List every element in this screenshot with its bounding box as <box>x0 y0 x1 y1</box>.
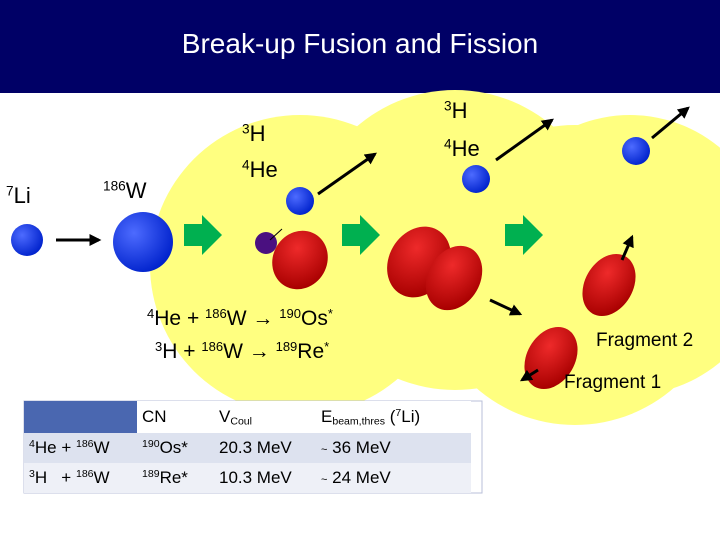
h3-nucleus <box>286 187 314 215</box>
row-ebeam: ~ 36 MeV <box>316 433 471 463</box>
row-vcoul: 20.3 MeV <box>214 433 316 463</box>
he4-nucleus <box>462 165 490 193</box>
fragment-2-label: Fragment 2 <box>596 330 693 352</box>
row-vcoul: 10.3 MeV <box>214 463 316 493</box>
row-ebeam: ~ 24 MeV <box>316 463 471 493</box>
reaction-he4-w186: 4He + 186W → 190Os* <box>147 306 333 331</box>
w186-label: 186W <box>103 178 147 204</box>
he4-label: 4He <box>242 157 278 183</box>
w186-nucleus <box>113 212 173 272</box>
li7-label: 7Li <box>6 183 31 209</box>
row-cn: 189Re* <box>137 463 214 493</box>
row-reaction: 3H + 186W <box>24 463 137 493</box>
he4-label-2: 4He <box>444 136 480 162</box>
header-vcoul: VCoul <box>214 401 316 433</box>
h3-label-2: 3H <box>444 98 467 124</box>
table-corner-cell <box>24 401 137 433</box>
h3-label: 3H <box>242 121 265 147</box>
header-ebeam: Ebeam,thres (7Li) <box>316 401 471 433</box>
reaction-h3-w186: 3H + 186W → 189Re* <box>155 339 329 364</box>
table-row: 4He + 186W 190Os* 20.3 MeV ~ 36 MeV <box>24 433 471 463</box>
threshold-table: CN VCoul Ebeam,thres (7Li) 4He + 186W 19… <box>24 401 471 493</box>
row-reaction: 4He + 186W <box>24 433 137 463</box>
table-header-row: CN VCoul Ebeam,thres (7Li) <box>24 401 471 433</box>
projectile-fragment <box>255 232 277 254</box>
table-row: 3H + 186W 189Re* 10.3 MeV ~ 24 MeV <box>24 463 471 493</box>
fragment-1-label: Fragment 1 <box>564 372 661 394</box>
li7-nucleus <box>11 224 43 256</box>
he4-nucleus-2 <box>622 137 650 165</box>
header-cn: CN <box>137 401 214 433</box>
row-cn: 190Os* <box>137 433 214 463</box>
